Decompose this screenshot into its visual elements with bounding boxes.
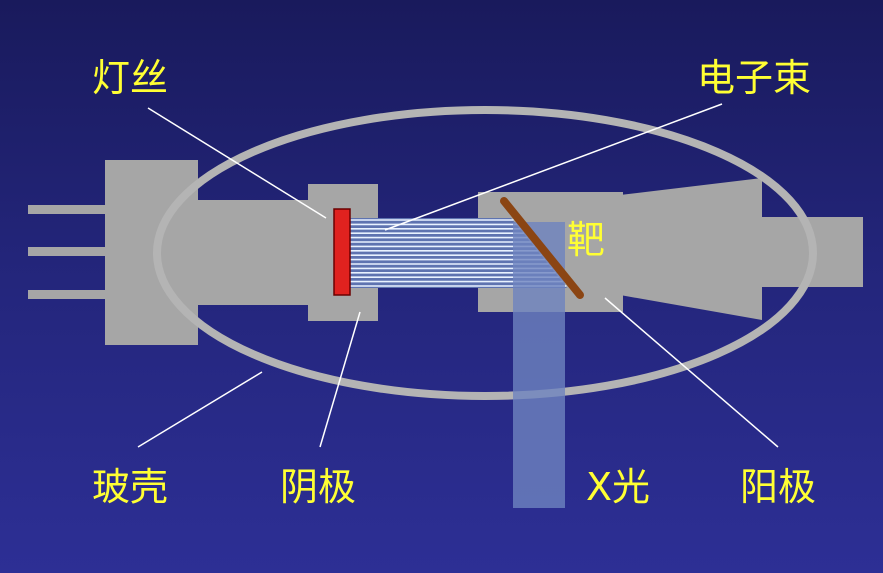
label-glass-shell: 玻壳 [92, 465, 168, 509]
leader-line-electron-beam [384, 103, 723, 231]
label-filament: 灯丝 [92, 56, 168, 100]
leader-line-cathode [319, 311, 361, 448]
leader-lines [137, 103, 779, 448]
label-cathode: 阴极 [280, 465, 356, 509]
target-plate [500, 197, 584, 299]
label-electron-beam: 电子束 [697, 56, 811, 100]
leader-line-anode [604, 297, 779, 448]
label-target: 靶 [567, 218, 605, 262]
cathode-base [105, 160, 311, 345]
label-anode: 阳极 [740, 465, 816, 509]
glass-shell-outline [153, 106, 817, 400]
electron-beam-backdrop [350, 218, 567, 288]
filament [333, 208, 351, 296]
electrode-pins [28, 205, 108, 299]
label-xray: X光 [586, 465, 650, 509]
leader-line-filament [147, 107, 327, 219]
leader-line-glass-shell [137, 371, 263, 448]
